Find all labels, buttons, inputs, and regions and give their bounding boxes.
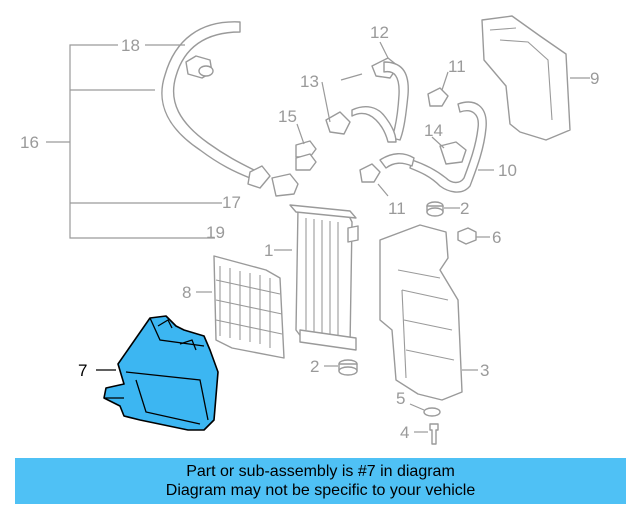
callout-14: 14 <box>424 121 443 140</box>
small-fasteners <box>426 201 490 245</box>
screen-8 <box>196 255 285 359</box>
banner-line-disclaimer: Diagram may not be specific to your vehi… <box>165 482 476 499</box>
callout-2-top: 2 <box>460 199 469 218</box>
callout-10: 10 <box>498 161 517 180</box>
callout-15: 15 <box>278 107 297 126</box>
center-hose-assembly <box>295 41 409 171</box>
callout-16-bracket <box>46 44 222 239</box>
info-banner: Part or sub-assembly is #7 in diagram Di… <box>15 458 626 504</box>
right-hose-assembly <box>359 71 494 197</box>
callout-4: 4 <box>400 423 409 442</box>
part-7-highlighted <box>96 315 219 431</box>
callout-8: 8 <box>182 283 191 302</box>
callout-9: 9 <box>590 69 599 88</box>
callout-7: 7 <box>78 361 87 380</box>
callout-13: 13 <box>300 72 319 91</box>
callout-19: 19 <box>206 223 225 242</box>
parts-diagram: 18 12 13 11 9 15 14 16 10 17 11 2 19 6 1… <box>20 15 599 445</box>
upper-hose-assembly <box>145 21 299 197</box>
air-duct-9 <box>481 15 590 141</box>
lower-mounts <box>324 359 441 445</box>
callout-12: 12 <box>370 23 389 42</box>
support-frame-3 <box>379 224 478 401</box>
callout-2-bottom: 2 <box>310 357 319 376</box>
callout-5: 5 <box>396 389 405 408</box>
callout-18: 18 <box>121 36 140 55</box>
callout-1: 1 <box>264 241 273 260</box>
callout-3: 3 <box>480 361 489 380</box>
callout-11-top: 11 <box>448 57 466 76</box>
callout-16: 16 <box>20 133 39 152</box>
banner-line-part-number: Part or sub-assembly is #7 in diagram <box>186 463 455 480</box>
callout-6: 6 <box>492 228 501 247</box>
callout-17: 17 <box>222 193 241 212</box>
callout-11-bottom: 11 <box>388 199 406 218</box>
radiator-1 <box>274 204 359 351</box>
